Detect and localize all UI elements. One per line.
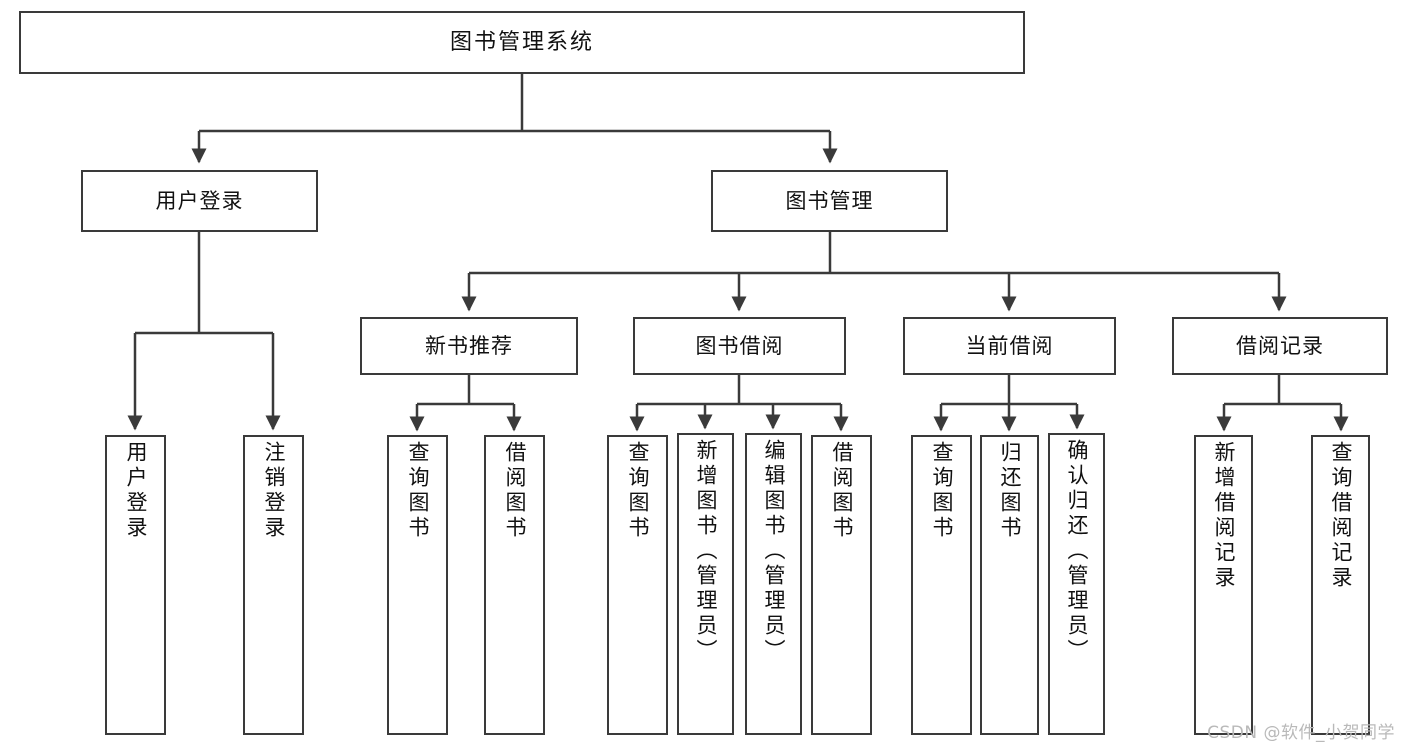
node-label: 查询图书 — [626, 441, 650, 541]
node-current-borrow[interactable]: 当前借阅 — [903, 317, 1116, 375]
node-label: 编辑图书（管理员） — [762, 439, 786, 664]
node-label: 查询图书 — [406, 441, 430, 541]
node-book-borrow[interactable]: 图书借阅 — [633, 317, 846, 375]
csdn-watermark: CSDN @软件_小贺同学 — [1207, 723, 1395, 743]
node-label: 新增图书（管理员） — [694, 439, 718, 664]
node-label: 新书推荐 — [425, 333, 513, 358]
node-label: 查询图书 — [930, 441, 954, 541]
leaf-add-borrow-record[interactable]: 新增借阅记录 — [1194, 435, 1253, 735]
leaf-add-book-admin[interactable]: 新增图书（管理员） — [677, 433, 734, 735]
node-label: 查询借阅记录 — [1329, 441, 1353, 591]
node-label: 新增借阅记录 — [1212, 441, 1236, 591]
leaf-logout-login[interactable]: 注销登录 — [243, 435, 304, 735]
node-label: 图书管理 — [785, 188, 874, 213]
node-label: 借阅图书 — [503, 441, 527, 541]
node-label: 注销登录 — [262, 441, 286, 541]
leaf-user-login[interactable]: 用户登录 — [105, 435, 166, 735]
leaf-borrow-book[interactable]: 借阅图书 — [811, 435, 872, 735]
node-label: 图书管理系统 — [449, 29, 594, 55]
node-label: 确认归还（管理员） — [1065, 439, 1089, 664]
leaf-query-borrow-record[interactable]: 查询借阅记录 — [1311, 435, 1370, 735]
node-label: 图书借阅 — [695, 333, 784, 358]
node-label: 用户登录 — [155, 188, 244, 213]
node-user-login[interactable]: 用户登录 — [81, 170, 318, 232]
node-label: 当前借阅 — [965, 333, 1054, 358]
node-root-book-management-system[interactable]: 图书管理系统 — [19, 11, 1025, 74]
node-new-book-recommend[interactable]: 新书推荐 — [360, 317, 578, 375]
leaf-confirm-return-admin[interactable]: 确认归还（管理员） — [1048, 433, 1105, 735]
node-label: 借阅记录 — [1236, 333, 1324, 358]
leaf-query-book-recommend[interactable]: 查询图书 — [387, 435, 448, 735]
node-label: 用户登录 — [124, 441, 148, 541]
leaf-edit-book-admin[interactable]: 编辑图书（管理员） — [745, 433, 802, 735]
node-label: 归还图书 — [998, 441, 1022, 541]
leaf-borrow-book-recommend[interactable]: 借阅图书 — [484, 435, 545, 735]
leaf-query-book-borrow[interactable]: 查询图书 — [607, 435, 668, 735]
leaf-return-book[interactable]: 归还图书 — [980, 435, 1039, 735]
node-label: 借阅图书 — [830, 441, 854, 541]
leaf-query-book-current[interactable]: 查询图书 — [911, 435, 972, 735]
node-book-management[interactable]: 图书管理 — [711, 170, 948, 232]
node-borrow-record[interactable]: 借阅记录 — [1172, 317, 1388, 375]
